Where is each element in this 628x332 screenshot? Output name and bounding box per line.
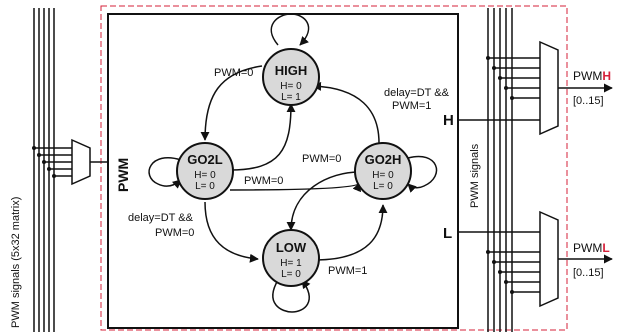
self-loop-high	[270, 13, 310, 46]
input-mux	[71, 138, 91, 186]
state-high-name: HIGH	[275, 63, 308, 78]
state-go2h-name: GO2H	[365, 152, 402, 167]
pwmh-range: [0..15]	[573, 95, 604, 107]
input-bus-taps	[32, 146, 56, 178]
pwml-range: [0..15]	[573, 267, 604, 279]
state-low-l: L= 0	[281, 269, 301, 280]
state-high: HIGH H= 0 L= 1	[262, 48, 320, 106]
pwml-label: PWML	[573, 241, 610, 255]
transitions	[148, 13, 438, 313]
fsm-box	[107, 13, 459, 329]
edge-go2l-to-high	[229, 103, 296, 171]
label-go2h-to-high-1: delay=DT &&	[384, 87, 450, 99]
label-go2l-to-low-2: PWM=0	[155, 227, 194, 239]
output-bus-taps	[486, 56, 514, 294]
edge-go2h-to-high	[312, 81, 380, 144]
label-go2l-to-high: PWM=0	[244, 175, 283, 187]
module-dashed-border	[100, 5, 568, 331]
pwml-mux	[539, 210, 559, 308]
pwm-input-label: PWM	[115, 158, 131, 192]
l-output-label: L	[443, 225, 452, 242]
edge-low-to-go2h	[313, 204, 388, 261]
bus-mid-label: PWM signals	[469, 143, 481, 208]
label-low-to-go2h: PWM=1	[328, 265, 367, 277]
state-low-name: LOW	[276, 240, 307, 255]
label-go2h-to-low: PWM=0	[302, 153, 341, 165]
state-high-l: L= 1	[281, 92, 301, 103]
self-loop-go2l	[148, 157, 182, 189]
label-go2l-to-low-1: delay=DT &&	[128, 212, 194, 224]
h-output-label: H	[443, 112, 454, 129]
edge-go2l-to-go2h	[229, 182, 361, 193]
state-low-h: H= 1	[280, 258, 302, 269]
label-high-to-go2l: PWM=0	[214, 67, 253, 79]
state-low: LOW H= 1 L= 0	[262, 229, 320, 287]
state-go2h: GO2H H= 0 L= 0	[354, 142, 412, 200]
state-go2l: GO2L H= 0 L= 0	[176, 142, 234, 200]
self-loop-low	[272, 279, 311, 313]
state-go2h-l: L= 0	[373, 181, 393, 192]
edge-high-to-go2l	[200, 65, 263, 141]
label-go2h-to-high-2: PWM=1	[392, 100, 431, 112]
state-high-h: H= 0	[280, 81, 302, 92]
input-bus-label: PWM signals (5x32 matrix)	[10, 197, 22, 328]
edge-go2l-to-low	[204, 201, 259, 263]
state-go2h-h: H= 0	[372, 170, 394, 181]
state-go2l-h: H= 0	[194, 170, 216, 181]
self-loop-go2h	[407, 155, 438, 193]
input-bus	[33, 8, 72, 332]
output-bus	[458, 8, 540, 332]
state-go2l-l: L= 0	[195, 181, 215, 192]
pwmh-mux	[539, 40, 559, 136]
edge-go2h-to-low	[286, 171, 360, 231]
state-go2l-name: GO2L	[187, 152, 222, 167]
pwmh-label: PWMH	[573, 69, 611, 83]
